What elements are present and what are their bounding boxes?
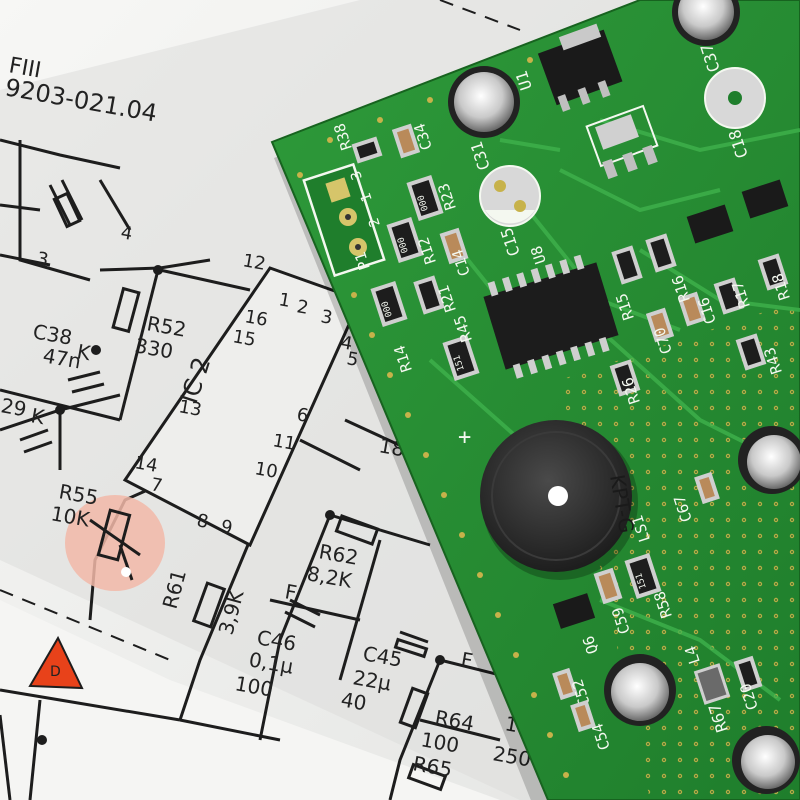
resistor-r18: R18 — [757, 253, 794, 302]
piezo-buzzer-ls1: KPT-G LS1 — [480, 420, 654, 580]
pin-4-left: 4 — [119, 222, 134, 245]
resistor-r17: R17 — [713, 277, 754, 315]
schematic-junctions — [37, 265, 445, 745]
capacitor-right-mid — [738, 426, 800, 494]
capacitor-c38: C38 47n K — [31, 319, 105, 394]
r64-f-label: F — [459, 647, 475, 673]
capacitor-c20: R67 — [705, 701, 800, 794]
left-cap-number: 29 — [0, 393, 28, 421]
c38-k-label: K — [75, 339, 93, 365]
pin-3: 3 — [319, 306, 334, 329]
warning-marker-label: D — [50, 664, 61, 680]
r58-marking: 151 — [634, 572, 649, 591]
schematic-header-line1: FIII — [7, 53, 43, 83]
pcb-board: 1 2 3 P1 U1 C31 — [270, 0, 800, 800]
pin-6: 6 — [295, 404, 310, 427]
chip-u8: U8 — [483, 244, 619, 379]
capacitor-c46: F C46 0,1µ 100 — [233, 579, 321, 702]
pin-5: 5 — [345, 348, 360, 371]
transistor-q6: Q6 — [552, 593, 602, 657]
label-q6: Q6 — [579, 634, 602, 657]
capacitor-bottom-left — [604, 654, 676, 726]
resistor-r58: 151 R58 — [624, 552, 676, 620]
r12-marking: 000 — [396, 236, 411, 255]
r45-marking: 151 — [452, 354, 467, 373]
transistors: Q6 — [552, 179, 789, 657]
pin-3-left: 3 — [35, 248, 50, 271]
capacitor-c37: C37 — [672, 0, 740, 75]
regulator-lower — [585, 104, 659, 180]
header-connector-p1: 1 2 3 P1 — [302, 162, 386, 278]
pin-8: 8 — [195, 510, 210, 533]
resistor-r55: R55 10K — [49, 479, 165, 591]
resistor-r15: R15 — [611, 245, 643, 322]
capacitor-c45: C45 22µ 40 — [339, 630, 429, 715]
resistor-r62: R62 8,2K — [305, 514, 380, 593]
pin-15: 15 — [231, 326, 257, 351]
capacitor-c31: C31 — [448, 66, 520, 173]
label-l4: L4 — [681, 644, 704, 667]
pin-7: 7 — [149, 474, 164, 497]
r23-marking: 000 — [416, 194, 431, 213]
capacitor-symbol — [48, 179, 84, 229]
pin-13: 13 — [177, 396, 203, 421]
pin-10: 10 — [253, 458, 279, 483]
label-u8: U8 — [527, 244, 550, 267]
pin-14: 14 — [133, 452, 159, 477]
resistor-r67: C20 — [733, 655, 763, 712]
pin-2: 2 — [295, 296, 310, 319]
ic2-block: IC 2 12 1 2 3 4 5 16 15 13 6 11 10 14 7 … — [35, 222, 363, 548]
pin-11: 11 — [271, 430, 297, 455]
pin-4: 4 — [339, 332, 354, 355]
c45-value2: 40 — [339, 687, 368, 715]
pin-16: 16 — [243, 306, 269, 331]
r55-highlight — [65, 495, 165, 591]
pin-9: 9 — [219, 516, 234, 539]
c46-f-label: F — [283, 579, 299, 605]
pin-1: 1 — [277, 289, 292, 312]
polarity-plus: + — [458, 425, 471, 450]
capacitor-c14: C14 — [439, 227, 474, 278]
warning-triangle-icon: D — [28, 635, 84, 690]
schematic-wires — [0, 138, 521, 800]
resistor-r14: 000 R14 — [370, 280, 416, 374]
regulator-u1: U1 — [512, 23, 623, 112]
inductor-l4: L4 — [681, 644, 731, 705]
dashed-lines — [0, 0, 521, 661]
capacitor-c18: C18 — [704, 67, 766, 161]
pin-12: 12 — [241, 250, 267, 275]
left-cap-k: K — [29, 403, 47, 429]
label-p1: P1 — [351, 250, 374, 273]
capacitor-left: 29 K — [0, 393, 53, 454]
r14-marking: 000 — [380, 300, 395, 319]
